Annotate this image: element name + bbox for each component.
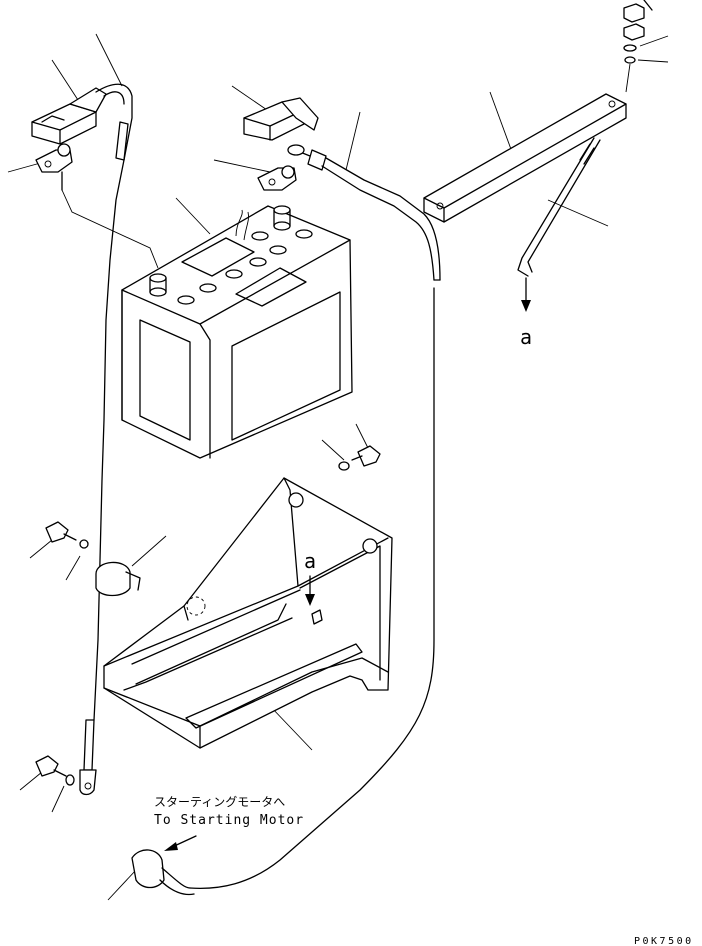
bracket-bolt-upper <box>338 445 381 471</box>
destination-label-jp: スターティングモータへ <box>154 795 285 809</box>
terminal-cover-right <box>243 97 319 141</box>
hold-down-nuts <box>623 0 653 93</box>
battery-clamp-right <box>257 165 297 191</box>
battery-clamp-left <box>35 143 73 191</box>
ground-cable-lower <box>79 719 97 796</box>
destination-arrow <box>164 835 197 851</box>
reference-label-bracket: a <box>304 549 316 573</box>
battery-cable-right <box>189 144 441 889</box>
starter-terminal-boot <box>131 849 195 896</box>
battery-posts-and-caps <box>149 205 313 305</box>
hold-down-rod <box>517 137 601 277</box>
terminal-cover-left <box>31 87 107 145</box>
reference-arrow-bracket: a <box>304 549 316 606</box>
battery-cable-left <box>93 83 133 721</box>
assembly-line-left <box>61 189 159 269</box>
reference-label-top: a <box>520 325 532 349</box>
cable-clip <box>95 561 141 597</box>
battery <box>121 205 353 459</box>
battery-hold-down-bar <box>423 93 627 223</box>
drawing-code: P0K7500 <box>634 936 694 946</box>
destination-label-en: To Starting Motor <box>154 813 304 828</box>
clip-bolt <box>45 521 89 549</box>
battery-bracket <box>103 477 393 749</box>
reference-arrow-top: a <box>520 277 532 349</box>
leader-lines <box>7 33 669 901</box>
ground-bolt <box>35 755 75 786</box>
